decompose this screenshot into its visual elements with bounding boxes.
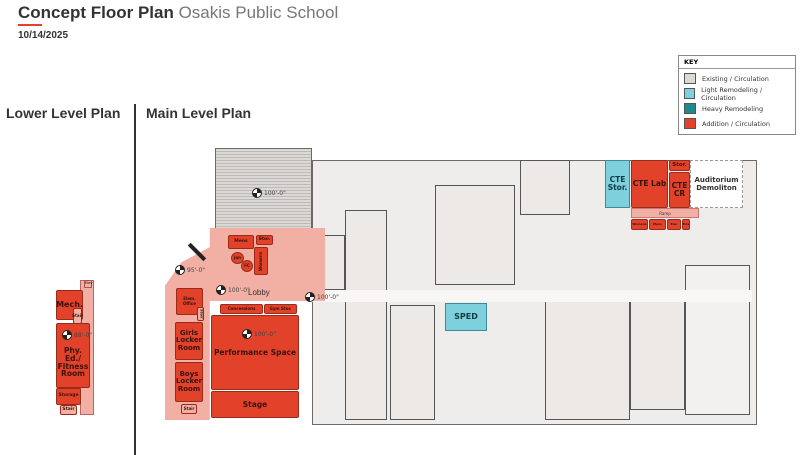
lower-level-title: Lower Level Plan [6, 105, 121, 121]
room-sped: SPED [445, 303, 487, 331]
room-stair-2: Stair [60, 405, 77, 415]
title-accent-bar [18, 24, 42, 26]
room-elev: Elev [84, 280, 92, 288]
lobby-label: Lobby [248, 288, 270, 297]
room-storage: Storage [56, 388, 81, 405]
elevation-marker: 100'-0" [252, 188, 286, 198]
room-mens: Mens [228, 235, 254, 249]
room-jan: Jan [231, 252, 244, 264]
legend-title: KEY [679, 56, 795, 69]
existing-wing [390, 305, 435, 420]
elevation-marker: 95'-0" [175, 265, 205, 275]
room-gym-stor: Gym Stor. [264, 304, 297, 314]
existing-room [630, 300, 685, 410]
room-stair-2: Stair [181, 404, 197, 414]
room-stor: Stor. [669, 160, 690, 171]
room-boys-locker: Boys Locker Room [175, 362, 203, 402]
legend: KEY Existing / Circulation Light Remodel… [678, 55, 796, 135]
room-cte-cr: CTE CR [669, 172, 690, 208]
room-concessions: Concessions [220, 304, 263, 314]
room-mens-2: Mens [649, 219, 666, 230]
room-elec: Elec [667, 219, 681, 230]
legend-item: Light Remodeling / Circulation [684, 86, 790, 102]
room-performance-space: Performance Space [211, 315, 299, 390]
elevation-marker: 100'-0" [216, 285, 250, 295]
auditorium-demolition: Auditorium Demoliton [690, 160, 743, 208]
corridor [312, 290, 752, 302]
page-title: Concept Floor Plan Osakis Public School [18, 3, 339, 22]
existing-room [520, 160, 570, 215]
elevation-marker: 100'-0" [242, 329, 276, 339]
existing-room [435, 185, 515, 285]
elevation-marker: 88'-0" [62, 330, 92, 340]
room-girls-locker: Girls Locker Room [175, 322, 203, 360]
room-stage: Stage [211, 391, 299, 418]
legend-item: Heavy Remodeling [684, 101, 790, 116]
existing-wing [345, 210, 387, 420]
main-level-title: Main Level Plan [146, 105, 252, 121]
ramp: Ramp [631, 208, 699, 218]
legend-item: Addition / Circulation [684, 116, 790, 131]
room-cte-stor: CTE Stor. [605, 160, 630, 208]
room-womens: Womens [254, 247, 268, 275]
room-fitness: Phy. Ed./ Fitness Room [56, 323, 90, 388]
existing-room [685, 265, 750, 415]
room-stair: Stair [72, 308, 83, 324]
room-fc: FC [241, 260, 253, 272]
existing-room [545, 300, 630, 420]
divider [134, 104, 136, 455]
elevation-marker: 100'-0" [305, 292, 339, 302]
legend-item: Existing / Circulation [684, 71, 790, 86]
room-stair: Stair [197, 307, 204, 321]
room-womens-2: Womens [631, 219, 648, 230]
room-stor: Stor. [256, 235, 273, 245]
room-elev: Elev [682, 219, 690, 230]
date: 10/14/2025 [18, 30, 69, 41]
room-cte-lab: CTE Lab [631, 160, 668, 208]
